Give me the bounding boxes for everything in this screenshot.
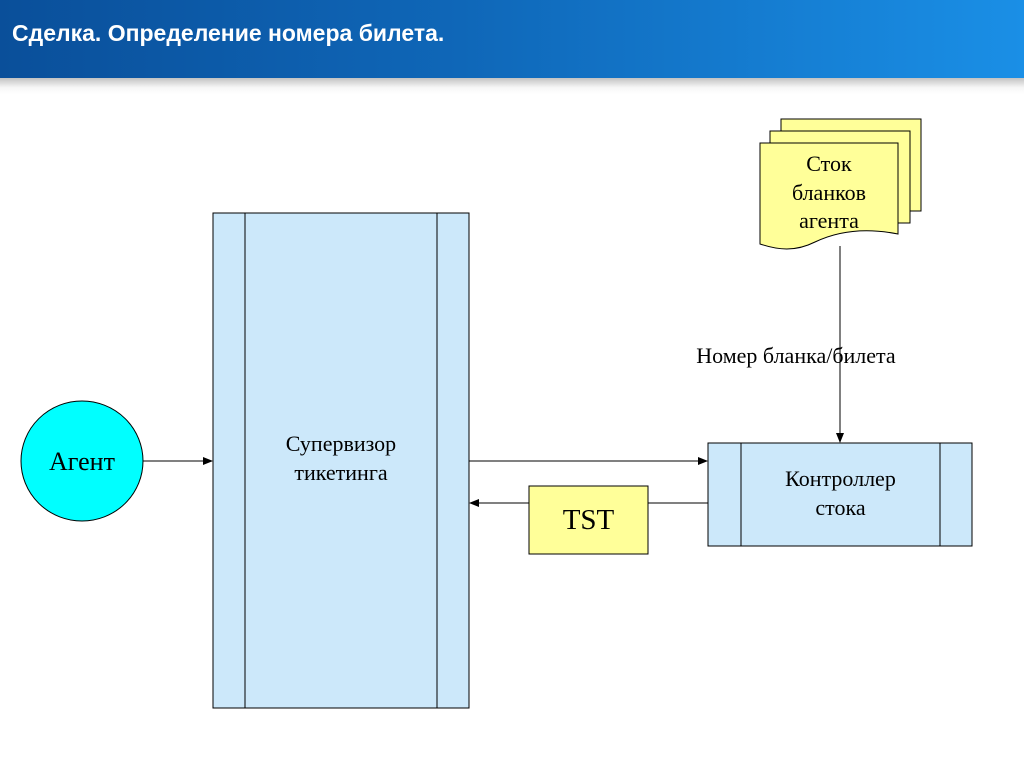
stock-label-line1: Сток <box>806 151 852 176</box>
tst-box <box>528 485 649 555</box>
stock-label-line3: агента <box>799 208 859 234</box>
agent-label: Агент <box>49 447 115 476</box>
stock-label: Сток бланков агента <box>760 150 898 236</box>
title-bar-shadow <box>0 78 1024 94</box>
controller-box <box>707 442 973 547</box>
stock-to-controller-label: Номер бланка/билета <box>696 343 896 368</box>
supervisor-label-line2: тикетинга <box>294 459 388 485</box>
tst-label: TST <box>562 504 615 536</box>
controller-label: Контроллер стока <box>741 465 940 522</box>
supervisor-label-line1: Супервизор <box>285 431 397 456</box>
controller-label-line2: стока <box>815 494 866 520</box>
stock-multidocument <box>759 118 922 250</box>
slide-title: Сделка. Определение номера билета. <box>12 20 445 46</box>
supervisor-label: Супервизор тикетинга <box>246 430 436 487</box>
controller-label-line1: Контроллер <box>785 466 896 491</box>
title-bar <box>0 0 1024 78</box>
stock-label-line2: бланков <box>791 179 867 205</box>
